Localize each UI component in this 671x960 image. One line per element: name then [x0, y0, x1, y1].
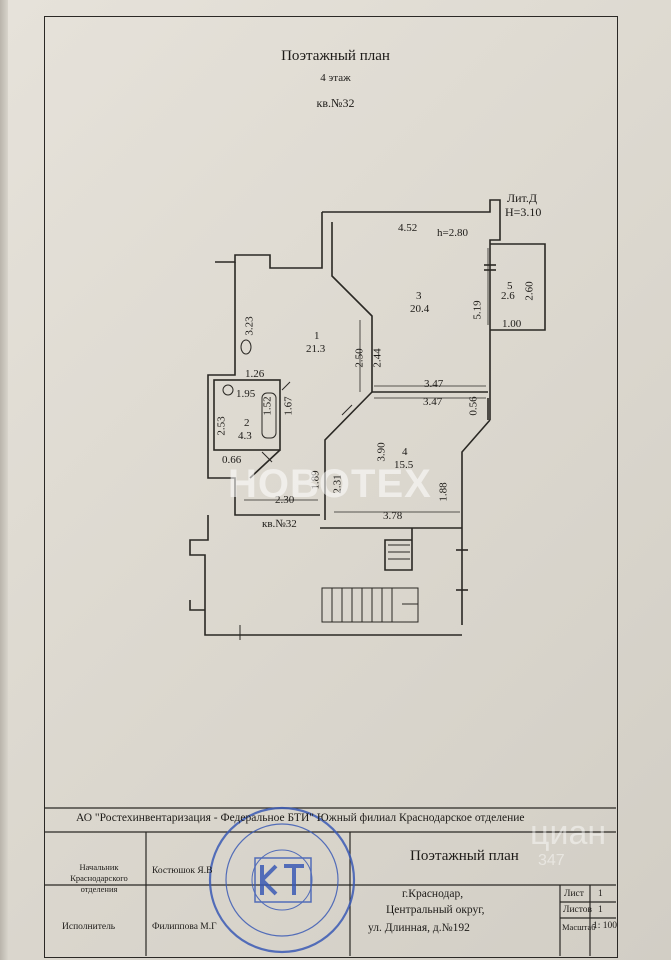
dim-1-00: 1.00: [502, 318, 522, 330]
plan-wall-right: [461, 419, 491, 625]
position-executor: Исполнитель: [62, 922, 116, 932]
sheet-label: Лист: [564, 889, 584, 899]
apartment-label: кв.№32: [316, 96, 355, 110]
sheets-label: Листов: [563, 905, 593, 915]
novotekh-watermark: НОВОТЕХ: [228, 462, 432, 506]
room-4-area: 15.5: [394, 459, 414, 471]
dim-2-6: 2.6: [501, 290, 515, 302]
cian-watermark-id: 347: [538, 852, 565, 869]
room-1-number: 1: [314, 330, 320, 342]
name-head: Костюшок Я.В: [152, 866, 213, 876]
name-executor: Филиппова М.Г: [152, 922, 217, 932]
dim-2-30: 2.30: [275, 494, 295, 506]
room-4-number: 4: [402, 446, 408, 458]
height-total-label: H=3.10: [505, 205, 542, 219]
page-edge: [0, 0, 8, 960]
plan-wall-hall: [189, 515, 462, 636]
room-2-area: 4.3: [238, 430, 252, 442]
dim-1-26: 1.26: [245, 368, 265, 380]
room-2-number: 2: [244, 417, 250, 429]
stamp-document-title: Поэтажный план: [410, 848, 519, 864]
dim-4-52: 4.52: [398, 222, 418, 234]
room-1-area: 21.3: [306, 343, 326, 355]
dim-3-78: 3.78: [383, 510, 403, 522]
sheets-value: 1: [598, 905, 603, 915]
address-district: Центральный округ,: [386, 904, 485, 916]
dim-1-95: 1.95: [236, 388, 256, 400]
sheet-value: 1: [598, 889, 603, 899]
plan-wall-hall-2: [189, 600, 205, 611]
plan-apartment-label: кв.№32: [262, 518, 297, 530]
lit-label: Лит.Д: [507, 191, 538, 205]
dim-3-47-top: 3.47: [424, 378, 444, 390]
floor-label: 4 этаж: [320, 72, 351, 84]
room-3-area: 20.4: [410, 303, 430, 315]
room-3-number: 3: [416, 290, 422, 302]
plan-wall-left: [207, 262, 320, 516]
dim-3-47-bottom: 3.47: [423, 396, 443, 408]
document-frame: [44, 16, 618, 958]
scale-value: 1: 100: [593, 921, 618, 931]
address-city: г.Краснодар,: [402, 888, 464, 900]
plan-bathroom-wall: [249, 449, 281, 479]
position-head: Начальник Краснодарского отделения: [70, 862, 128, 894]
plan-bathroom: [213, 379, 281, 451]
address-street: ул. Длинная, д.№192: [368, 922, 470, 934]
scale-label: Масштаб: [562, 922, 596, 932]
room-5-number: 5: [507, 280, 513, 292]
dim-0-66: 0.66: [222, 454, 242, 466]
document-title: Поэтажный план: [281, 48, 390, 64]
plan-wall-inner: [331, 222, 488, 393]
plan-wall-outer: [322, 199, 501, 420]
organization-line: АО "Ростехинвентаризация - Федеральное Б…: [76, 812, 525, 824]
height-room-label: h=2.80: [437, 227, 468, 239]
cian-watermark: циан: [530, 814, 607, 852]
plan-wall-diagonal: [324, 391, 373, 520]
official-seal: [208, 806, 356, 954]
plan-balcony: [490, 243, 546, 331]
